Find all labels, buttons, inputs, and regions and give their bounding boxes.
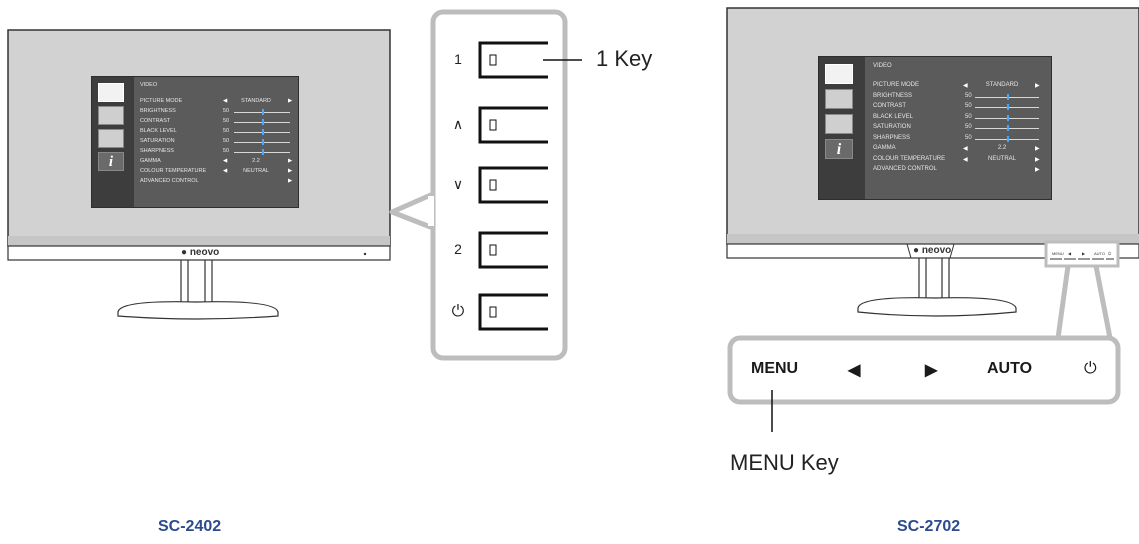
right-osd-row-value: STANDARD bbox=[985, 82, 1019, 88]
right-osd-slider-knob bbox=[1007, 93, 1009, 100]
left-osd-settings-icon bbox=[98, 129, 124, 148]
right-osd-row-label: PICTURE MODE bbox=[873, 82, 920, 88]
left-osd-right-arrow-icon: ▶ bbox=[288, 158, 293, 164]
left-osd-slider-knob bbox=[262, 139, 264, 145]
right-osd-right-arrow-icon: ▶ bbox=[1035, 83, 1040, 89]
power-icon: ⏻ bbox=[1084, 360, 1097, 377]
left-osd-slider-knob bbox=[262, 149, 264, 155]
left-osd-row-value: 50 bbox=[223, 138, 230, 144]
svg-text:MENU: MENU bbox=[1052, 251, 1064, 256]
right-osd-row-value: 50 bbox=[965, 124, 972, 130]
left-osd-row-label: GAMMA bbox=[140, 158, 161, 164]
right-osd-row-value: 50 bbox=[965, 92, 972, 99]
left-osd-info-icon: i bbox=[98, 152, 124, 171]
left-key-panel bbox=[430, 9, 568, 361]
right-osd-row-label: ADVANCED CONTROL bbox=[873, 166, 937, 172]
right-osd-slider-knob bbox=[1007, 135, 1009, 142]
right-osd-left-arrow-icon: ◀ bbox=[963, 156, 968, 163]
right-osd-row-value: 50 bbox=[965, 134, 972, 141]
right-osd-info-icon: i bbox=[825, 139, 853, 159]
right-osd-left-arrow-icon: ◀ bbox=[963, 83, 968, 89]
power-icon: ⏻ bbox=[451, 303, 465, 320]
left-monitor bbox=[7, 29, 391, 320]
left-osd-video-icon bbox=[98, 83, 124, 102]
right-zoom-connector bbox=[1055, 265, 1113, 339]
left-osd-row-value: 50 bbox=[223, 128, 230, 134]
left-osd-row-value: 50 bbox=[223, 118, 230, 124]
left-osd-row-label: COLOUR TEMPERATURE bbox=[140, 168, 207, 174]
left-osd-row-value: 50 bbox=[223, 108, 230, 114]
key-2-label: 2 bbox=[454, 241, 462, 257]
svg-text:⏻: ⏻ bbox=[1108, 251, 1112, 256]
right-osd-audio-icon bbox=[825, 89, 853, 109]
right-osd-video-icon bbox=[825, 64, 853, 84]
right-osd-menu: i VIDEO PICTURE MODE ◀ STANDARD ▶ BRIGHTNESS 50… bbox=[818, 56, 1052, 200]
left-osd-right-arrow-icon: ▶ bbox=[288, 168, 293, 174]
left-model-name: SC-2402 bbox=[158, 518, 222, 535]
left-osd-row-label: BLACK LEVEL bbox=[140, 128, 177, 134]
right-arrow-icon: ▶ bbox=[925, 362, 938, 379]
left-logo: ● neovo bbox=[181, 247, 220, 258]
right-osd-right-arrow-icon: ▶ bbox=[1035, 167, 1040, 173]
right-osd-right-arrow-icon: ▶ bbox=[1035, 156, 1040, 163]
right-osd-row-label: COLOUR TEMPERATURE bbox=[873, 155, 946, 162]
down-chevron-icon: ∨ bbox=[452, 176, 464, 192]
right-osd-slider-knob bbox=[1007, 114, 1009, 121]
left-osd-row-value: STANDARD bbox=[241, 98, 271, 104]
right-osd-row-label: SHARPNESS bbox=[873, 134, 911, 141]
right-logo: ● neovo bbox=[913, 245, 952, 256]
right-osd-row-label: SATURATION bbox=[873, 124, 911, 130]
left-osd-row-label: ADVANCED CONTROL bbox=[140, 178, 199, 184]
right-osd-row-value: 50 bbox=[965, 103, 972, 109]
left-osd-row-value: 50 bbox=[223, 148, 230, 154]
right-osd-row-value: 2.2 bbox=[997, 145, 1007, 151]
left-osd-row-value: NEUTRAL bbox=[243, 168, 269, 174]
right-osd-row-label: BRIGHTNESS bbox=[873, 92, 913, 99]
right-osd-title: VIDEO bbox=[873, 63, 892, 69]
left-osd-menu: i VIDEO PICTURE MODE ◀ STANDARD ▶ BRIGHTNESS 50… bbox=[91, 76, 299, 208]
left-osd-slider-knob bbox=[262, 129, 264, 135]
right-osd-settings-icon bbox=[825, 114, 853, 134]
left-osd-title: VIDEO bbox=[140, 82, 158, 88]
left-zoom-connector bbox=[389, 191, 436, 231]
right-osd-row-value: 50 bbox=[965, 113, 972, 120]
left-osd-slider-knob bbox=[262, 109, 264, 115]
menu-button-label: MENU bbox=[751, 360, 799, 377]
right-model-name: SC-2702 bbox=[897, 518, 961, 535]
one-key-callout: 1 Key bbox=[596, 46, 653, 71]
menu-key-callout: MENU Key bbox=[730, 450, 839, 475]
right-osd-right-arrow-icon: ▶ bbox=[1035, 146, 1040, 152]
left-osd-left-arrow-icon: ◀ bbox=[223, 168, 228, 174]
left-osd-row-label: SATURATION bbox=[140, 138, 175, 144]
key-1-label: 1 bbox=[454, 51, 462, 67]
left-keys bbox=[478, 41, 548, 331]
left-osd-row-label: CONTRAST bbox=[140, 118, 171, 124]
right-osd-row-label: GAMMA bbox=[873, 145, 896, 151]
svg-text:▶: ▶ bbox=[1082, 251, 1086, 256]
left-osd-row-value: 2.2 bbox=[252, 158, 260, 164]
left-osd-right-arrow-icon: ▶ bbox=[288, 98, 293, 104]
left-osd-row-label: SHARPNESS bbox=[140, 148, 174, 154]
right-osd-row-label: BLACK LEVEL bbox=[873, 113, 914, 120]
left-osd-audio-icon bbox=[98, 106, 124, 125]
svg-text:◀: ◀ bbox=[1068, 251, 1072, 256]
left-osd-slider-knob bbox=[262, 119, 264, 125]
left-osd-row-label: PICTURE MODE bbox=[140, 98, 183, 104]
auto-button-label: AUTO bbox=[987, 360, 1033, 377]
svg-text:AUTO: AUTO bbox=[1094, 251, 1105, 256]
right-osd-left-arrow-icon: ◀ bbox=[963, 146, 968, 152]
up-chevron-icon: ∧ bbox=[452, 116, 464, 132]
right-osd-row-value: NEUTRAL bbox=[987, 155, 1016, 162]
right-osd-slider-knob bbox=[1007, 104, 1009, 110]
left-osd-row-label: BRIGHTNESS bbox=[140, 108, 176, 114]
left-arrow-icon: ◀ bbox=[848, 362, 861, 379]
right-osd-row-label: CONTRAST bbox=[873, 103, 906, 109]
left-osd-right-arrow-icon: ▶ bbox=[288, 178, 293, 184]
right-button-bar bbox=[727, 335, 1121, 405]
right-osd-slider-knob bbox=[1007, 125, 1009, 131]
left-osd-left-arrow-icon: ◀ bbox=[223, 98, 228, 104]
left-osd-left-arrow-icon: ◀ bbox=[223, 158, 228, 164]
